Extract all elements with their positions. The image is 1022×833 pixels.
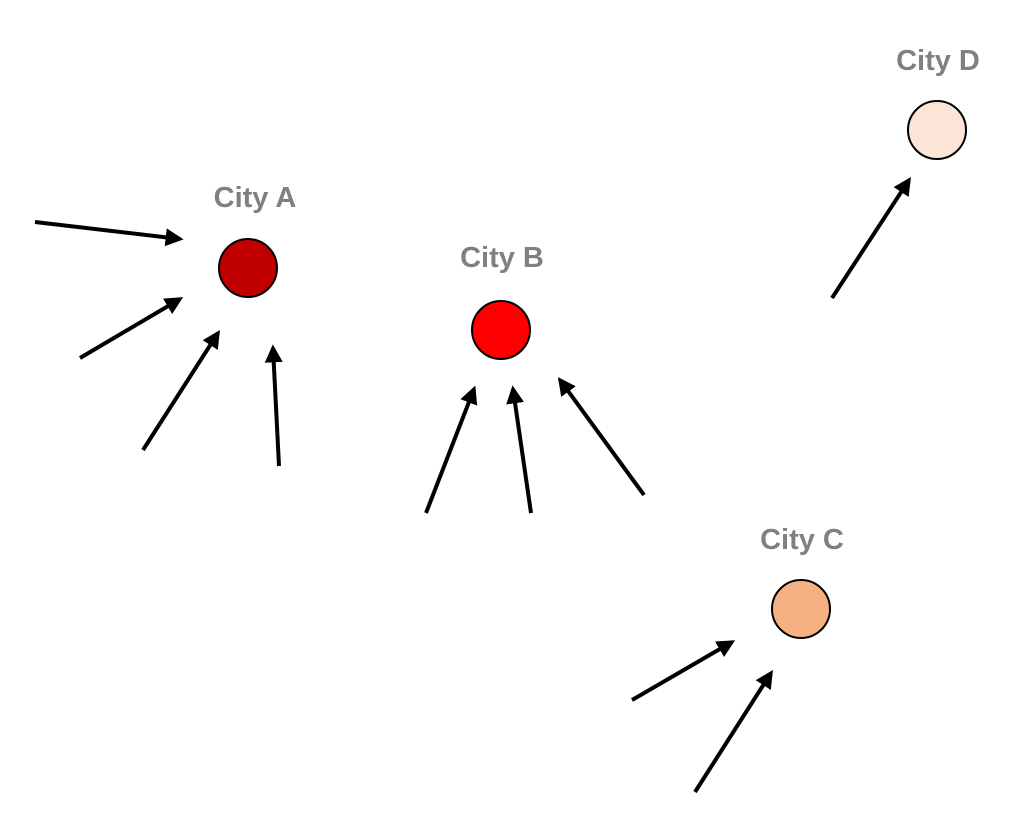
city-c-node xyxy=(771,579,831,639)
city-d: City D xyxy=(896,45,980,160)
city-c-arrows xyxy=(630,640,773,794)
city-b: City B xyxy=(460,242,544,360)
city-a: City A xyxy=(214,182,297,298)
city-d-node xyxy=(907,100,967,160)
flow-arrow xyxy=(557,377,646,497)
flow-arrow xyxy=(693,669,773,794)
flow-arrow xyxy=(78,297,184,360)
city-c: City C xyxy=(760,524,844,639)
city-c-label: City C xyxy=(760,524,844,556)
flow-arrow xyxy=(630,640,736,702)
flow-arrow xyxy=(506,385,533,514)
city-a-arrows xyxy=(34,220,283,467)
city-a-node xyxy=(218,238,278,298)
city-a-label: City A xyxy=(214,182,297,214)
flow-arrow xyxy=(141,329,220,452)
flow-arrow xyxy=(34,220,184,247)
city-d-label: City D xyxy=(896,45,980,77)
flow-arrow xyxy=(424,385,478,514)
city-d-arrows xyxy=(830,176,911,300)
city-b-label: City B xyxy=(460,242,544,274)
city-b-node xyxy=(471,300,531,360)
city-b-arrows xyxy=(424,377,646,514)
flow-arrow xyxy=(264,344,283,467)
flow-arrow xyxy=(830,176,911,300)
